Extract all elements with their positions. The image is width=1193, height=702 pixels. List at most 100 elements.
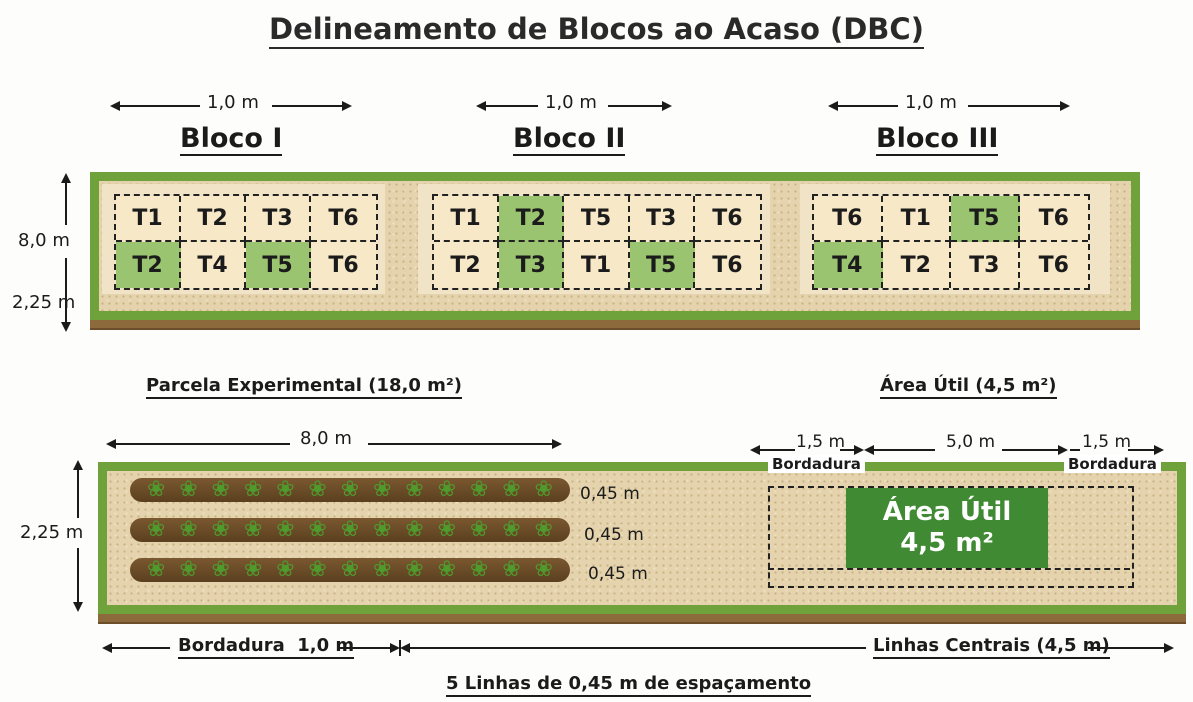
plant-row: ❀ ❀ ❀ ❀ ❀ ❀ ❀ ❀ ❀ ❀ ❀ ❀ ❀ xyxy=(130,478,570,502)
treatment-cell: T2 xyxy=(882,242,951,288)
area-util-outline xyxy=(768,486,1134,588)
plant-icon: ❀ xyxy=(308,477,327,502)
area-util-title: Área Útil (4,5 m²) xyxy=(880,375,1057,399)
plant-icon: ❀ xyxy=(534,557,553,582)
linhas-centrais-label: Linhas Centrais (4,5 m) xyxy=(873,635,1110,659)
treatment-cell: T6 xyxy=(694,242,760,288)
treatment-cell: T5 xyxy=(246,242,311,288)
bloco-3-label: Bloco III xyxy=(876,123,999,156)
treatment-cell: T1 xyxy=(564,242,630,288)
plant-row: ❀ ❀ ❀ ❀ ❀ ❀ ❀ ❀ ❀ ❀ ❀ ❀ ❀ xyxy=(130,518,570,542)
plant-icon: ❀ xyxy=(243,517,263,542)
plant-icon: ❀ xyxy=(373,557,392,582)
plant-icon: ❀ xyxy=(276,557,295,582)
treatment-cell: T2 xyxy=(116,242,181,288)
treatment-cell: T6 xyxy=(311,242,376,288)
plant-icon: ❀ xyxy=(405,477,424,502)
bloco-1-label: Bloco I xyxy=(180,123,283,156)
bloco-2-label: Bloco II xyxy=(513,123,626,156)
plant-icon: ❀ xyxy=(469,517,489,542)
bloco-3-width: 1,0 m xyxy=(905,92,957,113)
treatment-cell: T6 xyxy=(1019,196,1088,242)
treatment-cell: T6 xyxy=(1019,242,1088,288)
treatment-cell: T4 xyxy=(814,242,883,288)
treatment-cell: T3 xyxy=(499,242,565,288)
plant-row: ❀ ❀ ❀ ❀ ❀ ❀ ❀ ❀ ❀ ❀ ❀ ❀ ❀ xyxy=(130,558,570,582)
footer-note: 5 Linhas de 0,45 m de espaçamento xyxy=(446,673,812,697)
area-util-right-dim: 1,5 m xyxy=(1082,432,1131,452)
bordadura-label: Bordadura 1,0 m xyxy=(178,635,355,659)
plant-icon: ❀ xyxy=(534,517,553,542)
plant-icon: ❀ xyxy=(211,517,230,542)
plant-icon: ❀ xyxy=(373,517,392,542)
treatment-cell: T3 xyxy=(951,242,1020,288)
treatment-cell: T1 xyxy=(434,196,500,242)
treatment-cell: T5 xyxy=(951,196,1020,242)
bloco-2-width: 1,0 m xyxy=(545,92,597,113)
treatment-cell: T5 xyxy=(564,196,630,242)
treatment-cell: T3 xyxy=(629,196,695,242)
plant-icon: ❀ xyxy=(179,517,198,542)
plant-icon: ❀ xyxy=(146,557,166,582)
treatment-cell: T4 xyxy=(181,242,246,288)
plant-icon: ❀ xyxy=(437,517,457,542)
row-spacing-3: 0,45 m xyxy=(588,564,648,584)
area-util-center-dim: 5,0 m xyxy=(946,432,995,452)
plant-icon: ❀ xyxy=(405,557,424,582)
plant-icon: ❀ xyxy=(243,557,263,582)
row-spacing-2: 0,45 m xyxy=(584,525,644,545)
plant-icon: ❀ xyxy=(276,517,295,542)
plant-icon: ❀ xyxy=(308,557,327,582)
plant-icon: ❀ xyxy=(146,517,166,542)
treatment-cell: T2 xyxy=(181,196,246,242)
treatment-cell: T2 xyxy=(434,242,500,288)
plant-icon: ❀ xyxy=(179,557,198,582)
parcela-length: 8,0 m xyxy=(300,428,352,449)
bordadura-length: 1,0 m xyxy=(297,635,355,656)
bloco-1-width: 1,0 m xyxy=(207,92,259,113)
bordadura-left-label: Bordadura xyxy=(768,455,865,473)
plant-icon: ❀ xyxy=(211,557,230,582)
plant-icon: ❀ xyxy=(373,477,392,502)
treatment-cell: T6 xyxy=(814,196,883,242)
plant-icon: ❀ xyxy=(179,477,198,502)
page-title: Delineamento de Blocos ao Acaso (DBC) xyxy=(0,12,1193,49)
bordadura-right-label: Bordadura xyxy=(1064,455,1161,473)
area-util-left-dim: 1,5 m xyxy=(796,432,845,452)
plant-icon: ❀ xyxy=(502,557,521,582)
plant-icon: ❀ xyxy=(146,477,166,502)
area-util-box-title: Área Útil xyxy=(882,496,1012,527)
plant-icon: ❀ xyxy=(502,517,521,542)
parcela-height: 2,25 m xyxy=(20,522,84,543)
treatment-cell: T6 xyxy=(311,196,376,242)
plant-icon: ❀ xyxy=(437,557,457,582)
plant-icon: ❀ xyxy=(502,477,521,502)
plant-icon: ❀ xyxy=(243,477,263,502)
plant-icon: ❀ xyxy=(340,477,360,502)
treatment-cell: T3 xyxy=(246,196,311,242)
plant-icon: ❀ xyxy=(308,517,327,542)
plant-icon: ❀ xyxy=(437,477,457,502)
plant-icon: ❀ xyxy=(469,557,489,582)
plant-icon: ❀ xyxy=(340,557,360,582)
bordadura-text: Bordadura xyxy=(178,635,285,656)
row-spacing-1: 0,45 m xyxy=(580,484,640,504)
area-util-inner-line xyxy=(768,568,1130,570)
plant-icon: ❀ xyxy=(469,477,489,502)
plant-icon: ❀ xyxy=(340,517,360,542)
area-util-box-value: 4,5 m² xyxy=(900,528,994,558)
plant-icon: ❀ xyxy=(276,477,295,502)
plant-icon: ❀ xyxy=(534,477,553,502)
plant-icon: ❀ xyxy=(405,517,424,542)
plant-rows: ❀❀❀❀❀❀❀❀❀❀❀❀❀ ❀❀❀❀❀❀❀❀❀❀❀❀❀ ❀❀❀❀❀❀❀❀❀❀❀❀… xyxy=(130,478,570,582)
width-2-25m-label: 2,25 m xyxy=(12,292,76,313)
treatment-cell: T1 xyxy=(882,196,951,242)
plant-icon: ❀ xyxy=(211,477,230,502)
height-8m-label: 8,0 m xyxy=(18,230,70,251)
treatment-cell: T5 xyxy=(629,242,695,288)
area-util-box: Área Útil 4,5 m² xyxy=(846,488,1048,568)
treatment-cell: T2 xyxy=(499,196,565,242)
